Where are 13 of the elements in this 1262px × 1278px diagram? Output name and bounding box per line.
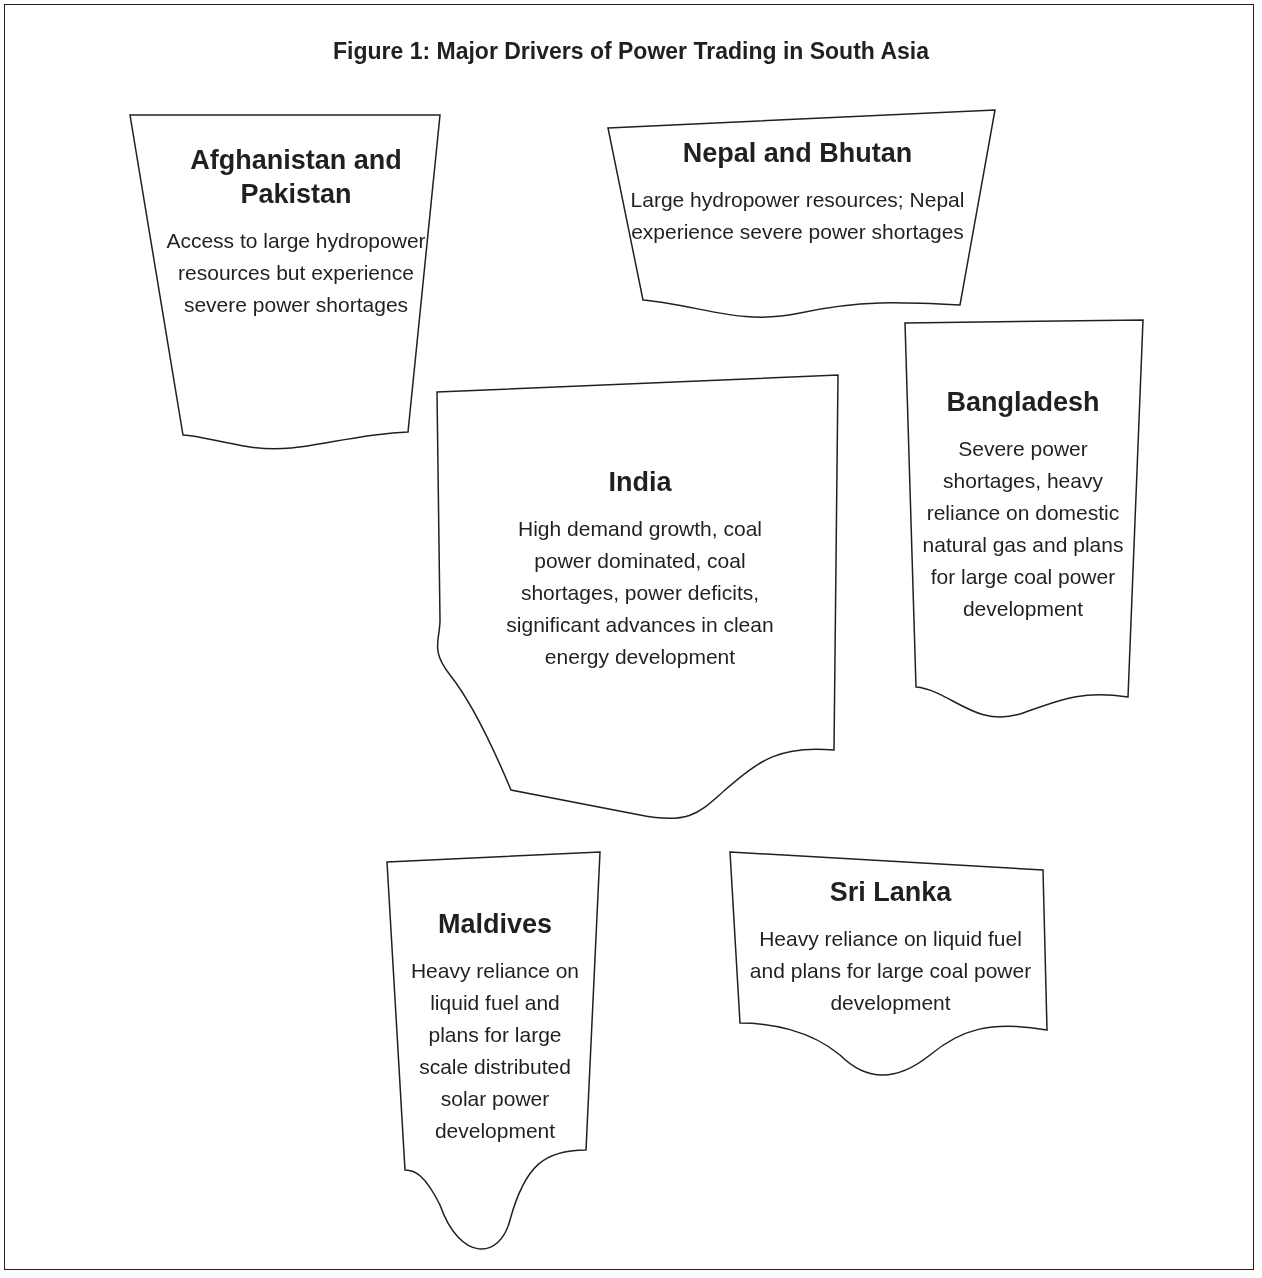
region-description: Large hydropower resources; Nepal experience severe power shortages bbox=[629, 187, 966, 245]
region-heading: Sri Lanka bbox=[828, 876, 953, 909]
region-description: Heavy reliance on liquid fuel and plans for large scale distributed solar power development bbox=[409, 958, 581, 1144]
figure-title: Figure 1: Major Drivers of Power Trading in South Asia bbox=[332, 38, 931, 65]
region-heading: India bbox=[607, 466, 673, 499]
region-heading: Bangladesh bbox=[945, 386, 1101, 419]
region-description: Access to large hydropower resources but experience severe power shortages bbox=[165, 228, 427, 318]
region-heading: Afghanistan and Pakistan bbox=[189, 144, 403, 211]
region-description: High demand growth, coal power dominated, coal shortages, power deficits, significant advances in clean energy development bbox=[505, 516, 775, 670]
region-description: Severe power shortages, heavy reliance on domestic natural gas and plans for large coal power development bbox=[921, 436, 1125, 622]
region-heading: Nepal and Bhutan bbox=[681, 137, 914, 170]
region-heading: Maldives bbox=[436, 908, 554, 941]
region-description: Heavy reliance on liquid fuel and plans for large coal power development bbox=[748, 926, 1033, 1016]
